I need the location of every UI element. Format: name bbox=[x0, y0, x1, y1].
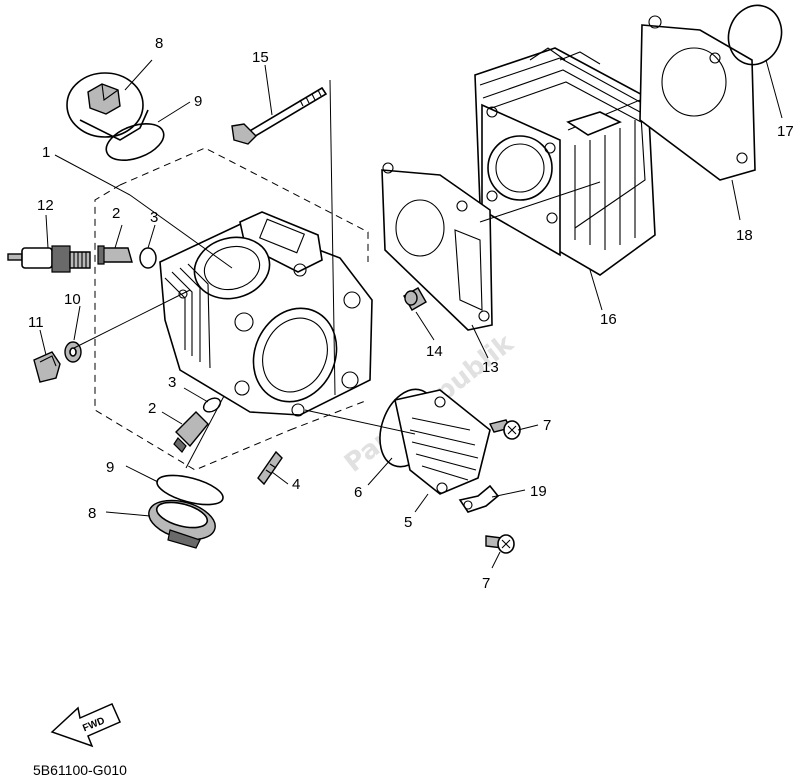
cylinder-head bbox=[159, 211, 373, 417]
o-ring-upper bbox=[105, 122, 165, 162]
callout-3-upper: 3 bbox=[150, 209, 158, 226]
callout-15: 15 bbox=[252, 49, 269, 66]
cylinder-gasket bbox=[639, 15, 756, 181]
dowel-pin bbox=[403, 287, 427, 311]
tappet-cover-lower bbox=[148, 499, 216, 549]
callout-11: 11 bbox=[28, 314, 44, 331]
clamp-clip bbox=[458, 484, 500, 513]
bolt-upper bbox=[488, 419, 521, 440]
callout-12: 12 bbox=[37, 197, 54, 214]
callout-8-upper: 8 bbox=[155, 35, 163, 52]
plug-upper bbox=[97, 245, 133, 265]
cylinder bbox=[474, 47, 656, 276]
callout-14: 14 bbox=[426, 343, 443, 360]
o-ring-small-lower bbox=[202, 397, 222, 413]
plug-lower bbox=[173, 411, 209, 453]
washer bbox=[64, 341, 82, 363]
callout-10: 10 bbox=[64, 291, 81, 308]
stud-bolt bbox=[231, 86, 328, 145]
drain-bolt bbox=[33, 351, 61, 383]
leader-lines bbox=[39, 59, 783, 569]
bolt-lower bbox=[485, 534, 515, 554]
head-gasket bbox=[381, 162, 493, 331]
tappet-cover-upper bbox=[66, 72, 149, 141]
callout-1: 1 bbox=[42, 144, 50, 161]
callout-9-upper: 9 bbox=[194, 93, 202, 110]
stud bbox=[257, 450, 283, 486]
callout-6: 6 bbox=[354, 484, 362, 501]
callout-2-lower: 2 bbox=[148, 400, 156, 417]
o-ring-small-upper bbox=[139, 247, 157, 269]
callout-19: 19 bbox=[530, 483, 547, 500]
callout-17: 17 bbox=[777, 123, 794, 140]
callout-8-lower: 8 bbox=[88, 505, 96, 522]
callout-3-lower: 3 bbox=[168, 374, 176, 391]
callout-16: 16 bbox=[600, 311, 617, 328]
spark-plug bbox=[7, 245, 91, 273]
callout-4: 4 bbox=[292, 476, 300, 493]
callout-5: 5 bbox=[404, 514, 412, 531]
diagram-code: 5B61100-G010 bbox=[33, 762, 127, 778]
callout-13: 13 bbox=[482, 359, 499, 376]
callout-2-upper: 2 bbox=[112, 205, 120, 222]
fwd-arrow-icon: FWD bbox=[50, 703, 121, 748]
callout-7-upper: 7 bbox=[543, 417, 551, 434]
side-cover bbox=[394, 389, 491, 495]
callout-18: 18 bbox=[736, 227, 753, 244]
o-ring-large bbox=[727, 4, 783, 66]
callout-9-lower: 9 bbox=[106, 459, 114, 476]
callout-7-lower: 7 bbox=[482, 575, 490, 592]
